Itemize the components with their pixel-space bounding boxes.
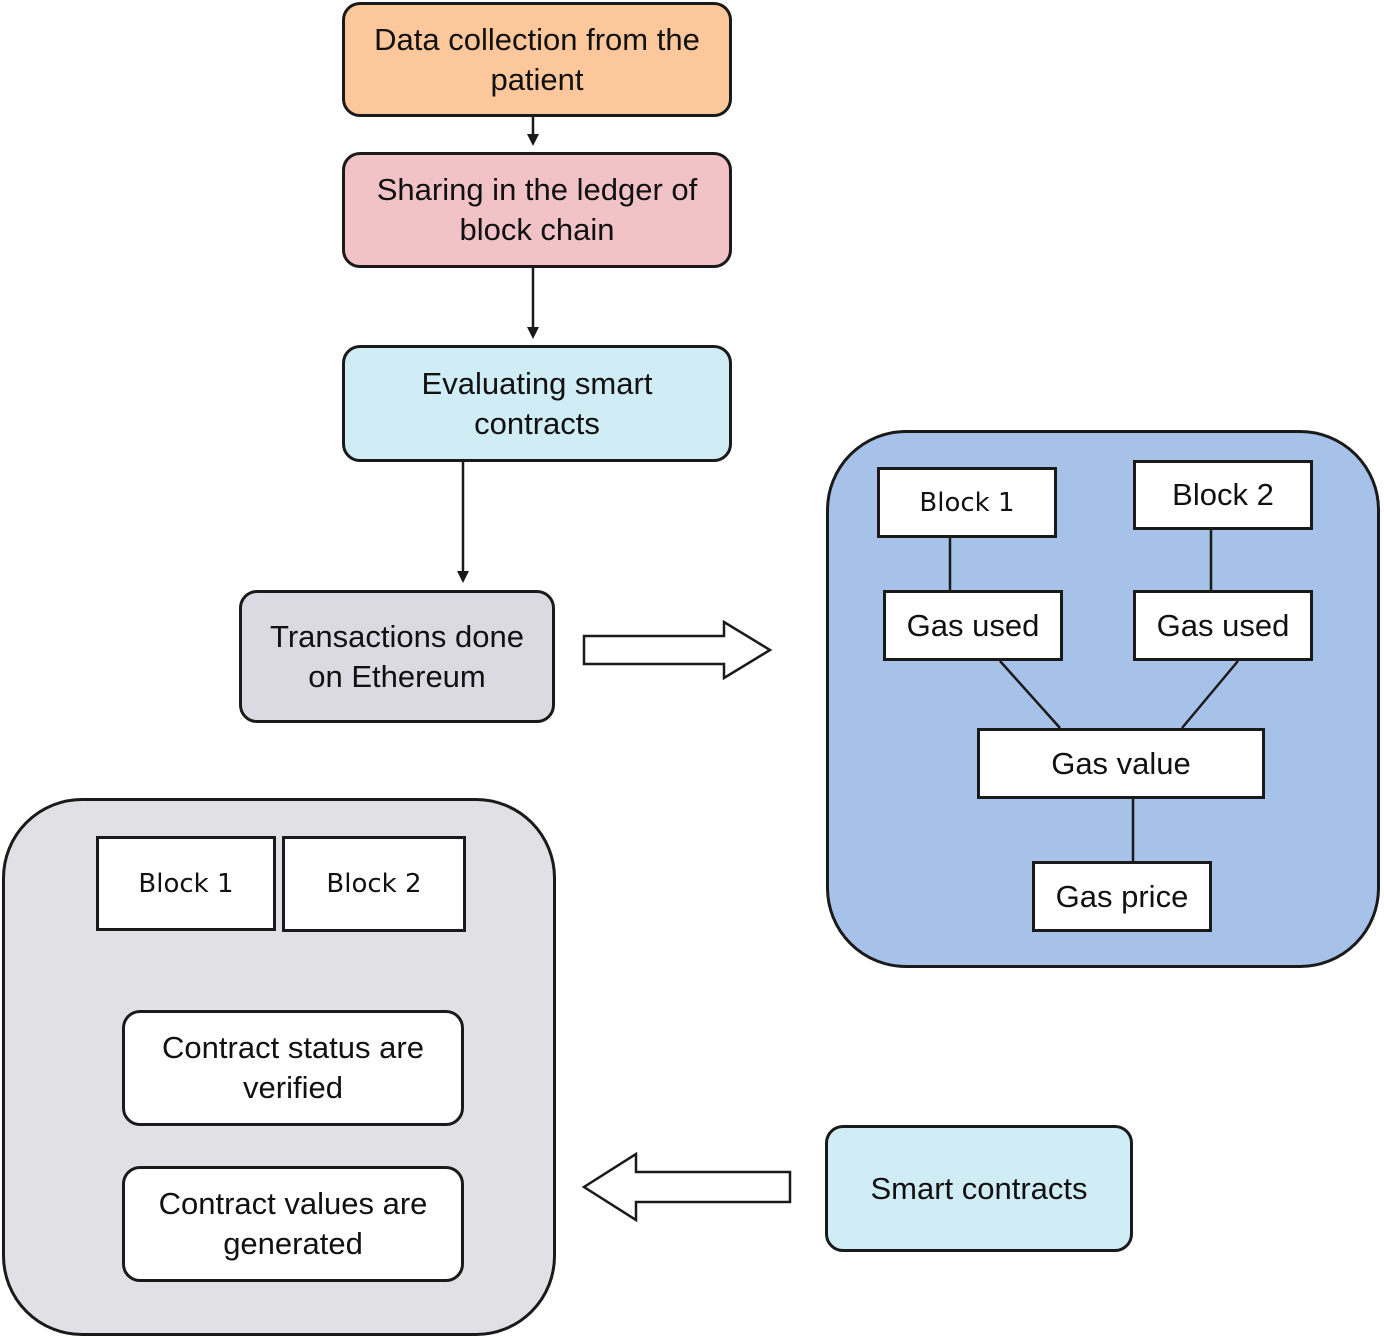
gas-used-2: Gas used: [1133, 590, 1313, 661]
step-transactions-ethereum-label: Transactions done on Ethereum: [270, 618, 524, 694]
step-ledger-sharing: Sharing in the ledger of block chain: [342, 152, 732, 268]
contract-values-generated-label: Contract values are generated: [158, 1186, 428, 1261]
gas-price-label: Gas price: [1055, 878, 1189, 914]
smart-contracts: Smart contracts: [825, 1125, 1133, 1252]
step-data-collection-label: Data collection from the patient: [374, 21, 700, 97]
contract-panel-block-2-label: Block 2: [326, 869, 422, 899]
contract-status-verified: Contract status are verified: [122, 1010, 464, 1126]
contract-panel-block-1: Block 1: [96, 836, 276, 931]
gas-panel-block-1: Block 1: [877, 467, 1057, 538]
contract-status-verified-label: Contract status are verified: [162, 1030, 424, 1105]
gas-used-1: Gas used: [883, 590, 1063, 661]
step-evaluating-contracts: Evaluating smart contracts: [342, 345, 732, 462]
gas-price: Gas price: [1032, 861, 1212, 932]
contract-panel-block-1-label: Block 1: [138, 868, 234, 899]
line-gas-used-2-gas-value: [1181, 660, 1239, 729]
step-ledger-sharing-label: Sharing in the ledger of block chain: [376, 172, 698, 247]
gas-used-1-label: Gas used: [906, 607, 1040, 643]
step-data-collection: Data collection from the patient: [342, 2, 732, 117]
block-arrow-to-gas-panel: [582, 619, 773, 681]
contract-values-generated: Contract values are generated: [122, 1166, 464, 1282]
block-arrow-to-contract-panel: [581, 1151, 792, 1223]
smart-contracts-label: Smart contracts: [870, 1170, 1088, 1206]
gas-panel-block-2: Block 2: [1133, 460, 1313, 530]
gas-panel-block-1-label: Block 1: [919, 487, 1015, 518]
step-evaluating-contracts-label: Evaluating smart contracts: [421, 365, 653, 441]
step-transactions-ethereum: Transactions done on Ethereum: [239, 590, 555, 723]
contract-panel-block-2: Block 2: [282, 836, 466, 932]
gas-used-2-label: Gas used: [1156, 607, 1290, 643]
line-gas-used-1-gas-value: [999, 660, 1061, 729]
gas-value-label: Gas value: [1051, 745, 1191, 781]
gas-panel-block-2-label: Block 2: [1172, 477, 1274, 512]
gas-value: Gas value: [977, 728, 1265, 799]
